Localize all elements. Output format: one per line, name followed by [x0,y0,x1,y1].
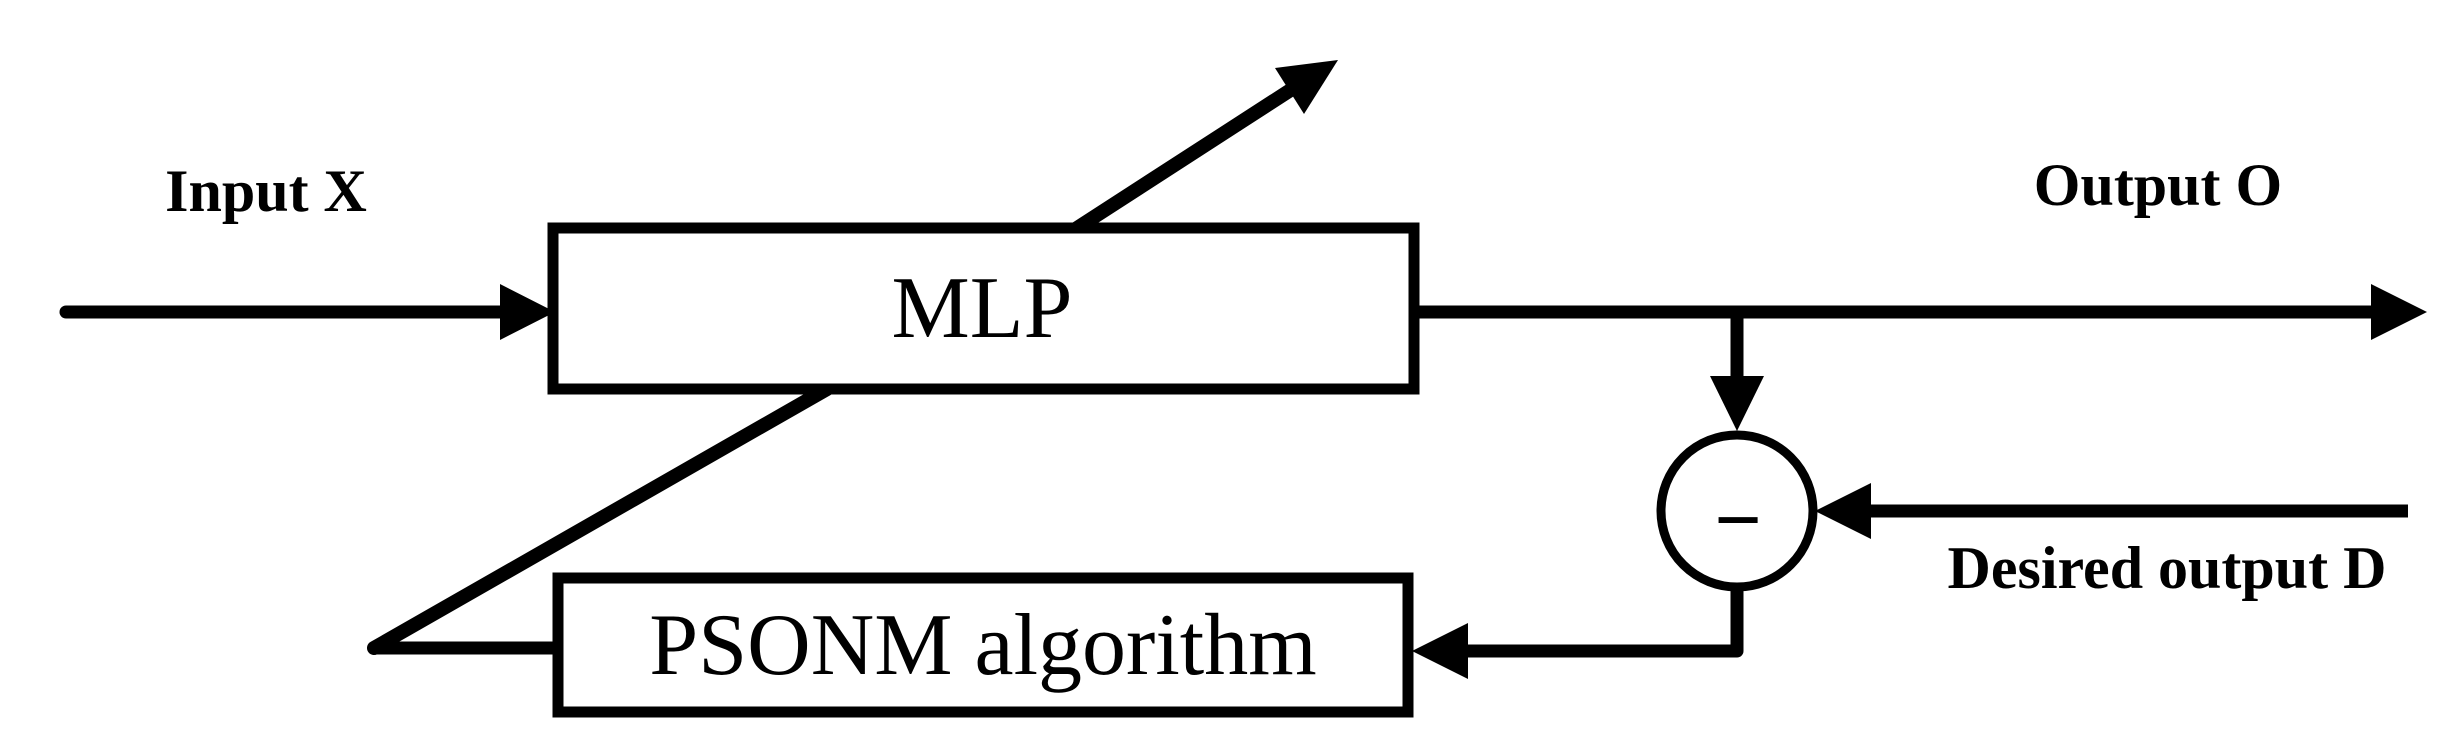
output-label: Output O [2034,152,2282,218]
mlp-box [547,222,1420,395]
psonm-label: PSONM algorithm [649,597,1316,694]
desired-arrowhead-icon [1815,483,1871,539]
psonm-box [552,572,1414,718]
adaptation-arrow-line [1067,84,1296,237]
input-arrowhead-icon [500,284,555,340]
comparator-minus-label: − [1714,474,1762,567]
desired-output-label: Desired output D [1948,535,2387,601]
feedback-diagonal-line [367,382,834,655]
input-label: Input X [165,158,367,224]
output-arrowhead-icon [2371,284,2427,340]
mlp-label: MLP [892,260,1073,357]
branch-arrowhead-icon [1710,376,1764,431]
adaptation-arrowhead-icon [1275,60,1338,114]
error-elbow-line [1464,584,1744,658]
error-arrowhead-icon [1412,623,1468,679]
